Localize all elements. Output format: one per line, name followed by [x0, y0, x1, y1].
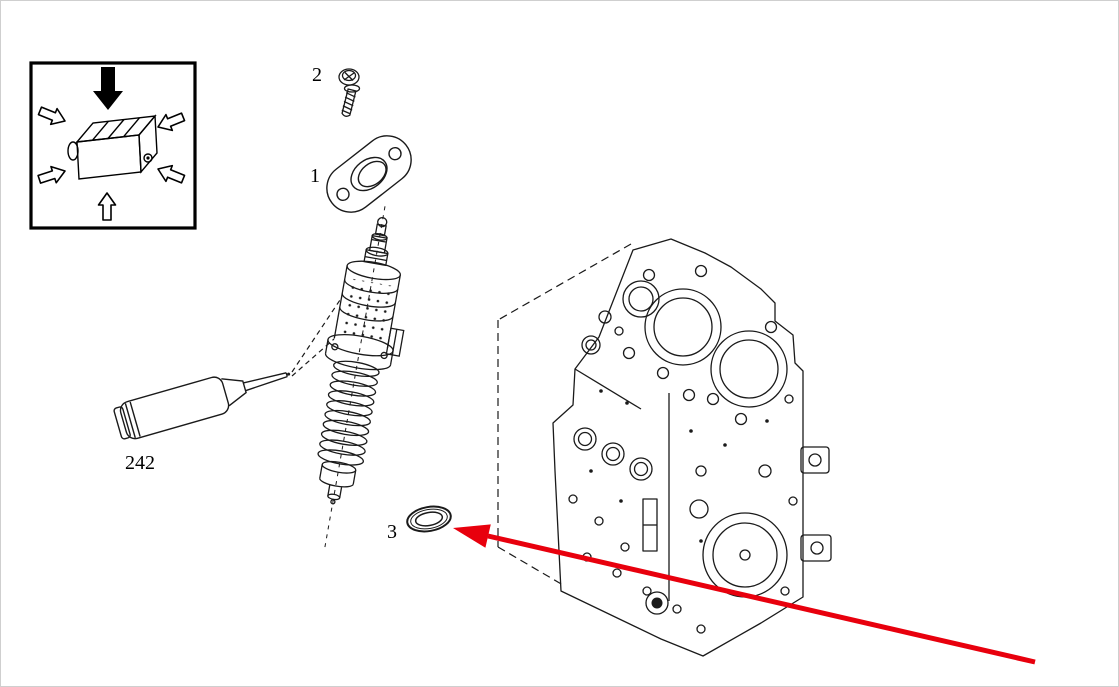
assembly-alignment-dashes [497, 243, 632, 586]
o-ring-illustration [406, 505, 452, 533]
screw-illustration [338, 68, 361, 117]
sealant-tube-illustration [113, 372, 291, 440]
engine-block-illustration [552, 238, 832, 657]
inward-pressure-arrow-icons [37, 106, 186, 221]
flange-illustration [326, 135, 412, 213]
callout-label-o-ring: 3 [387, 521, 397, 543]
red-pointer-arrow-icon [453, 524, 1036, 665]
press-down-arrow-icon [93, 67, 123, 110]
orientation-inset [29, 61, 197, 230]
callout-label-screw: 2 [312, 64, 322, 86]
callout-label-sealant-tube: 242 [125, 452, 155, 474]
injection-pump-illustration [317, 206, 405, 553]
inset-component-illustration [67, 114, 158, 180]
callout-label-flange: 1 [310, 165, 320, 187]
